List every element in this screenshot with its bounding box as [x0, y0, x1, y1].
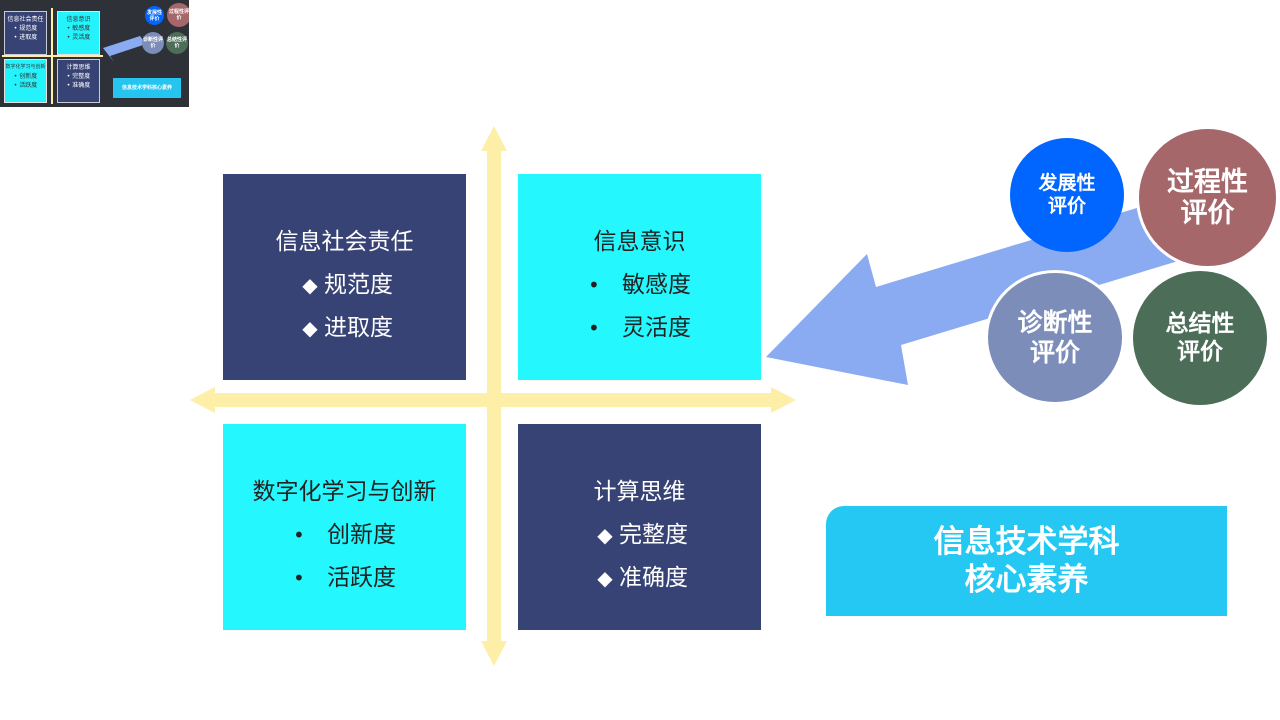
dot-bullet-icon: • [293, 566, 305, 590]
circle-label-line1: 发展性 [1038, 172, 1096, 194]
thumb-quadrant-item: • 活跃度 [13, 82, 38, 89]
thumb-quadrant-title: 信息社会责任 [7, 16, 44, 23]
vertical-axis-down-arrowhead [481, 641, 507, 666]
horizontal-axis-right-arrowhead [771, 387, 796, 413]
horizontal-axis-left-arrowhead [190, 387, 215, 413]
thumb-quadrant-title: 数字化学习与创新 [5, 64, 46, 70]
thumb-core-box: 信息技术学科核心素养 [113, 78, 181, 98]
core-literacy-line2: 核心素养 [964, 562, 1089, 598]
diamond-bullet-icon: ◆ [597, 523, 613, 547]
vertical-axis-up-arrowhead [481, 126, 507, 151]
circle-label-line2: 评价 [1180, 197, 1235, 229]
quadrant-item: ◆ 进取度 [296, 307, 393, 350]
quadrant-information-awareness: 信息意识 • 敏感度 • 灵活度 [518, 174, 761, 380]
quadrant-item: ◆ 完整度 [591, 514, 688, 557]
quadrant-item-label: 灵活度 [622, 315, 691, 341]
circle-label-line2: 评价 [1177, 339, 1223, 365]
thumb-quadrant-awareness: 信息意识 • 敏感度 • 灵活度 [57, 11, 100, 55]
thumb-quadrant-item: • 灵活度 [66, 34, 91, 41]
thumb-quadrant-item: • 进取度 [13, 34, 38, 41]
circle-label-line2: 评价 [1029, 337, 1080, 367]
thumb-quadrant-title: 信息意识 [66, 16, 91, 23]
quadrant-item: • 创新度 [293, 514, 396, 557]
quadrant-title: 信息社会责任 [275, 229, 414, 255]
quadrant-title: 数字化学习与创新 [252, 479, 437, 505]
thumb-quadrant-item: • 创新度 [13, 73, 38, 80]
circle-developmental-evaluation: 发展性 评价 [1010, 138, 1124, 252]
thumb-quadrant-social: 信息社会责任 • 规范度 • 进取度 [4, 11, 47, 55]
thumb-circle-diagnostic: 诊断性评价 [142, 32, 164, 54]
dot-bullet-icon: • [588, 273, 600, 297]
quadrant-item-label: 敏感度 [622, 272, 691, 298]
thumb-quadrant-item: • 规范度 [13, 25, 38, 32]
core-literacy-box: 信息技术学科 核心素养 [826, 506, 1227, 616]
thumb-circle-process: 过程性评价 [167, 3, 189, 27]
quadrant-information-social-responsibility: 信息社会责任 ◆ 规范度 ◆ 进取度 [223, 174, 466, 380]
quadrant-digital-learning-innovation: 数字化学习与创新 • 创新度 • 活跃度 [223, 424, 466, 630]
quadrant-item: • 活跃度 [293, 557, 396, 600]
quadrant-title: 信息意识 [593, 229, 686, 255]
quadrant-computational-thinking: 计算思维 ◆ 完整度 ◆ 准确度 [518, 424, 761, 630]
core-literacy-line1: 信息技术学科 [933, 524, 1120, 560]
quadrant-item-label: 完整度 [619, 522, 688, 548]
quadrant-item: ◆ 准确度 [591, 557, 688, 600]
quadrant-item: • 灵活度 [588, 307, 691, 350]
thumb-axes-icon [2, 8, 146, 104]
horizontal-axis-shaft [212, 393, 774, 407]
quadrant-title: 计算思维 [593, 479, 686, 505]
circle-label-line1: 诊断性 [1017, 307, 1093, 337]
evaluation-arrow-shape [766, 207, 1188, 385]
circle-process-evaluation: 过程性 评价 [1136, 126, 1279, 269]
circle-label-line1: 总结性 [1165, 311, 1235, 337]
diamond-bullet-icon: ◆ [302, 316, 318, 340]
circle-label-line1: 过程性 [1167, 166, 1248, 198]
circle-summative-evaluation: 总结性 评价 [1133, 271, 1267, 405]
diamond-bullet-icon: ◆ [597, 566, 613, 590]
thumb-quadrant-item: • 准确度 [66, 82, 91, 89]
quadrant-item-label: 创新度 [327, 522, 396, 548]
quadrant-item-label: 规范度 [324, 272, 393, 298]
quadrant-item-label: 活跃度 [327, 565, 396, 591]
thumb-circle-summative: 总结性评价 [166, 32, 188, 54]
quadrant-item: ◆ 规范度 [296, 264, 393, 307]
dot-bullet-icon: • [293, 523, 305, 547]
quadrant-item: • 敏感度 [588, 264, 691, 307]
circle-label-line2: 评价 [1047, 195, 1086, 217]
diamond-bullet-icon: ◆ [302, 273, 318, 297]
quadrant-item-label: 进取度 [324, 315, 393, 341]
thumb-quadrant-digital: 数字化学习与创新 • 创新度 • 活跃度 [4, 59, 47, 103]
thumb-quadrant-computational: 计算思维 • 完整度 • 准确度 [57, 59, 100, 103]
thumb-quadrant-item: • 敏感度 [66, 25, 91, 32]
quadrant-item-label: 准确度 [619, 565, 688, 591]
dot-bullet-icon: • [588, 316, 600, 340]
slide-thumbnail[interactable]: 信息社会责任 • 规范度 • 进取度 信息意识 • 敏感度 • 灵活度 数字化学… [0, 0, 189, 107]
circle-diagnostic-evaluation: 诊断性 评价 [985, 270, 1125, 405]
thumb-quadrant-item: • 完整度 [66, 73, 91, 80]
thumb-quadrant-title: 计算思维 [66, 64, 91, 71]
thumb-circle-developmental: 发展性评价 [145, 6, 164, 25]
